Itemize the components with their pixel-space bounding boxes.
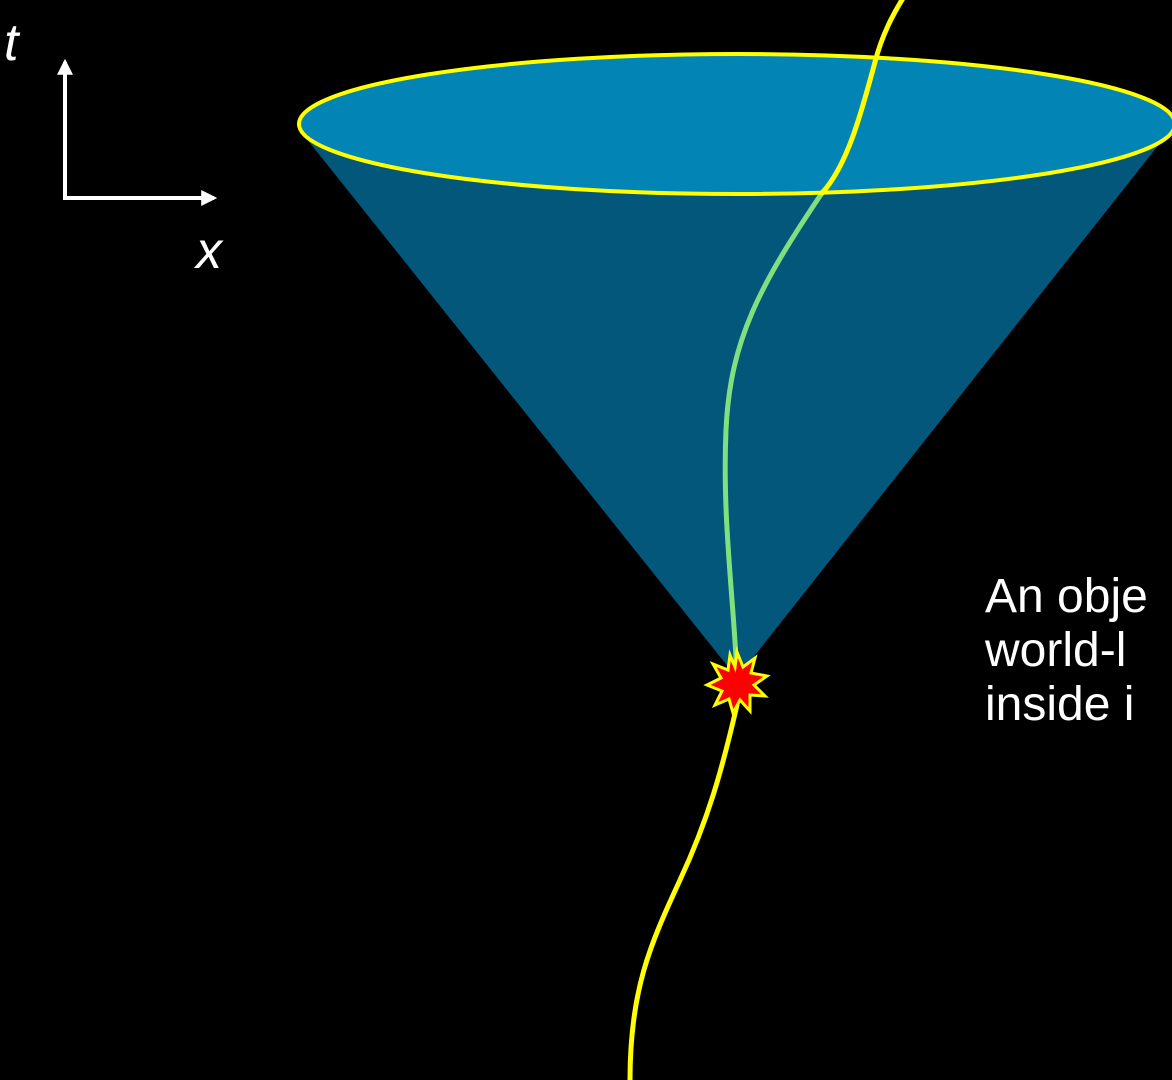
starburst-icon <box>703 646 771 717</box>
caption-text: An obje world-l inside i <box>985 570 1172 732</box>
worldline-inside-cone <box>722 190 825 681</box>
worldline-lower <box>627 702 740 1080</box>
cone-top-surface <box>299 54 1172 194</box>
space-axis-label: x <box>193 222 224 280</box>
caption-line-1: An obje <box>985 570 1148 623</box>
future-light-cone <box>298 54 1172 678</box>
cone-body <box>298 128 1172 678</box>
cone-rim <box>297 52 1172 196</box>
caption-line-2: world-l <box>985 624 1127 677</box>
axes: t x <box>4 14 224 280</box>
caption-line-3: inside i <box>985 678 1135 731</box>
worldline-upper <box>819 0 905 196</box>
time-axis-label: t <box>4 14 21 72</box>
